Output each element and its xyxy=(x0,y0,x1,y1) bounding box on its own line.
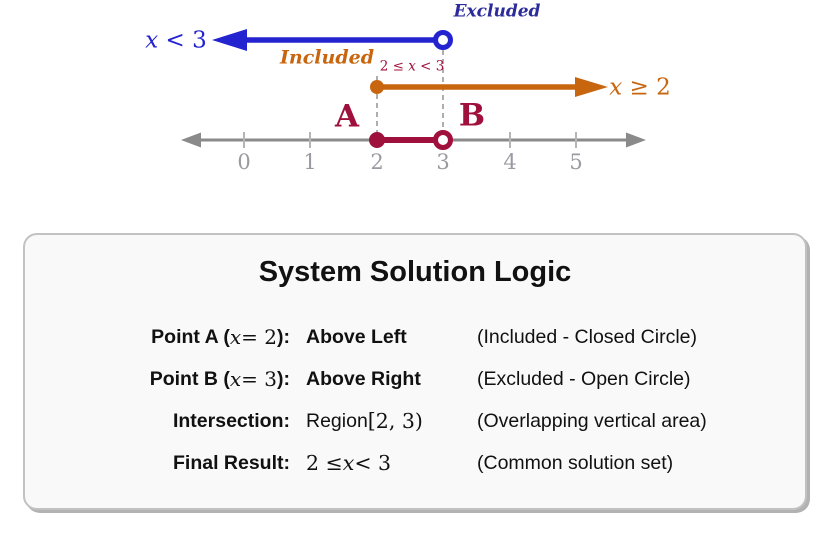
row-value-math-pre: 2 ≤ xyxy=(306,451,343,475)
row-label: Final Result: xyxy=(25,442,290,484)
row-value-text: Above Left xyxy=(306,325,407,348)
inequality-diagram: Excluded x < 3 Included 2 ≤ x < 3 x ≥ 2 … xyxy=(0,0,823,215)
tick-label-2: 2 xyxy=(370,150,384,174)
axis-left-arrowhead-icon xyxy=(181,132,201,148)
row-value: 2 ≤ x < 3 xyxy=(306,442,461,484)
row-value-text: Region xyxy=(306,409,368,432)
logic-table: Point A (x = 2): Above Left (Included - … xyxy=(25,316,805,484)
row-note: (Overlapping vertical area) xyxy=(477,409,707,432)
blue-left-arrowhead-icon xyxy=(212,29,247,51)
closed-circle-point-a xyxy=(369,132,385,148)
row-label: Intersection: xyxy=(25,400,290,442)
row-value: Region [2, 3) xyxy=(306,400,461,442)
interval-pre: 2 ≤ xyxy=(379,58,409,75)
row-value: Above Right xyxy=(306,358,461,400)
row-label-close: ): xyxy=(277,367,290,390)
row-label: Point B (x = 3): xyxy=(25,358,290,400)
blue-ray-label: x < 3 xyxy=(145,27,207,54)
row-value: Above Left xyxy=(306,316,461,358)
tick-label-1: 1 xyxy=(303,150,317,174)
orange-ray-relation: ≥ 2 xyxy=(622,74,671,101)
logic-box: System Solution Logic Point A (x = 2): A… xyxy=(23,233,807,510)
orange-ray-label: x ≥ 2 xyxy=(609,74,671,101)
tick-label-4: 4 xyxy=(503,150,517,174)
interval-label: 2 ≤ x < 3 xyxy=(380,60,445,74)
row-value-math-pre: [2, 3) xyxy=(367,409,423,433)
row-value-math-post: < 3 xyxy=(354,451,392,475)
row-note: (Included - Closed Circle) xyxy=(477,325,697,348)
included-label: Included xyxy=(280,46,374,69)
point-b-label: B xyxy=(458,97,486,134)
open-circle-point-b xyxy=(433,130,453,150)
open-circle-x3-blue xyxy=(433,30,453,50)
tick-label-3: 3 xyxy=(436,150,450,174)
row-label-math: = 2 xyxy=(241,325,277,349)
point-a-label: A xyxy=(334,98,360,135)
orange-ray-variable: x xyxy=(609,74,623,101)
blue-ray-relation: < 3 xyxy=(158,27,207,54)
diagram-canvas xyxy=(181,29,646,150)
row-value-text: Above Right xyxy=(306,367,421,390)
interval-variable: x xyxy=(408,58,416,75)
row-label-text: Point A ( xyxy=(151,325,230,348)
row-label: Point A (x = 2): xyxy=(25,316,290,358)
row-value-math-var: x xyxy=(342,451,355,475)
row-label-text: Point B ( xyxy=(149,367,230,390)
closed-circle-x2-orange xyxy=(370,80,384,94)
axis-right-arrowhead-icon xyxy=(626,132,646,148)
row-label-text: Intersection: xyxy=(172,409,290,432)
blue-ray-variable: x xyxy=(145,27,159,54)
row-label-close: ): xyxy=(277,325,290,348)
tick-label-0: 0 xyxy=(237,150,251,174)
tick-label-5: 5 xyxy=(569,150,583,174)
row-label-text: Final Result: xyxy=(172,451,290,474)
excluded-label: Excluded xyxy=(453,1,541,22)
row-note: (Excluded - Open Circle) xyxy=(477,367,691,390)
row-label-var: x xyxy=(229,325,242,349)
logic-box-title: System Solution Logic xyxy=(258,256,572,288)
row-note: (Common solution set) xyxy=(477,451,674,474)
row-label-math: = 3 xyxy=(241,367,277,391)
row-label-var: x xyxy=(229,367,242,391)
orange-right-arrowhead-icon xyxy=(575,77,608,97)
interval-post: < 3 xyxy=(415,58,445,75)
